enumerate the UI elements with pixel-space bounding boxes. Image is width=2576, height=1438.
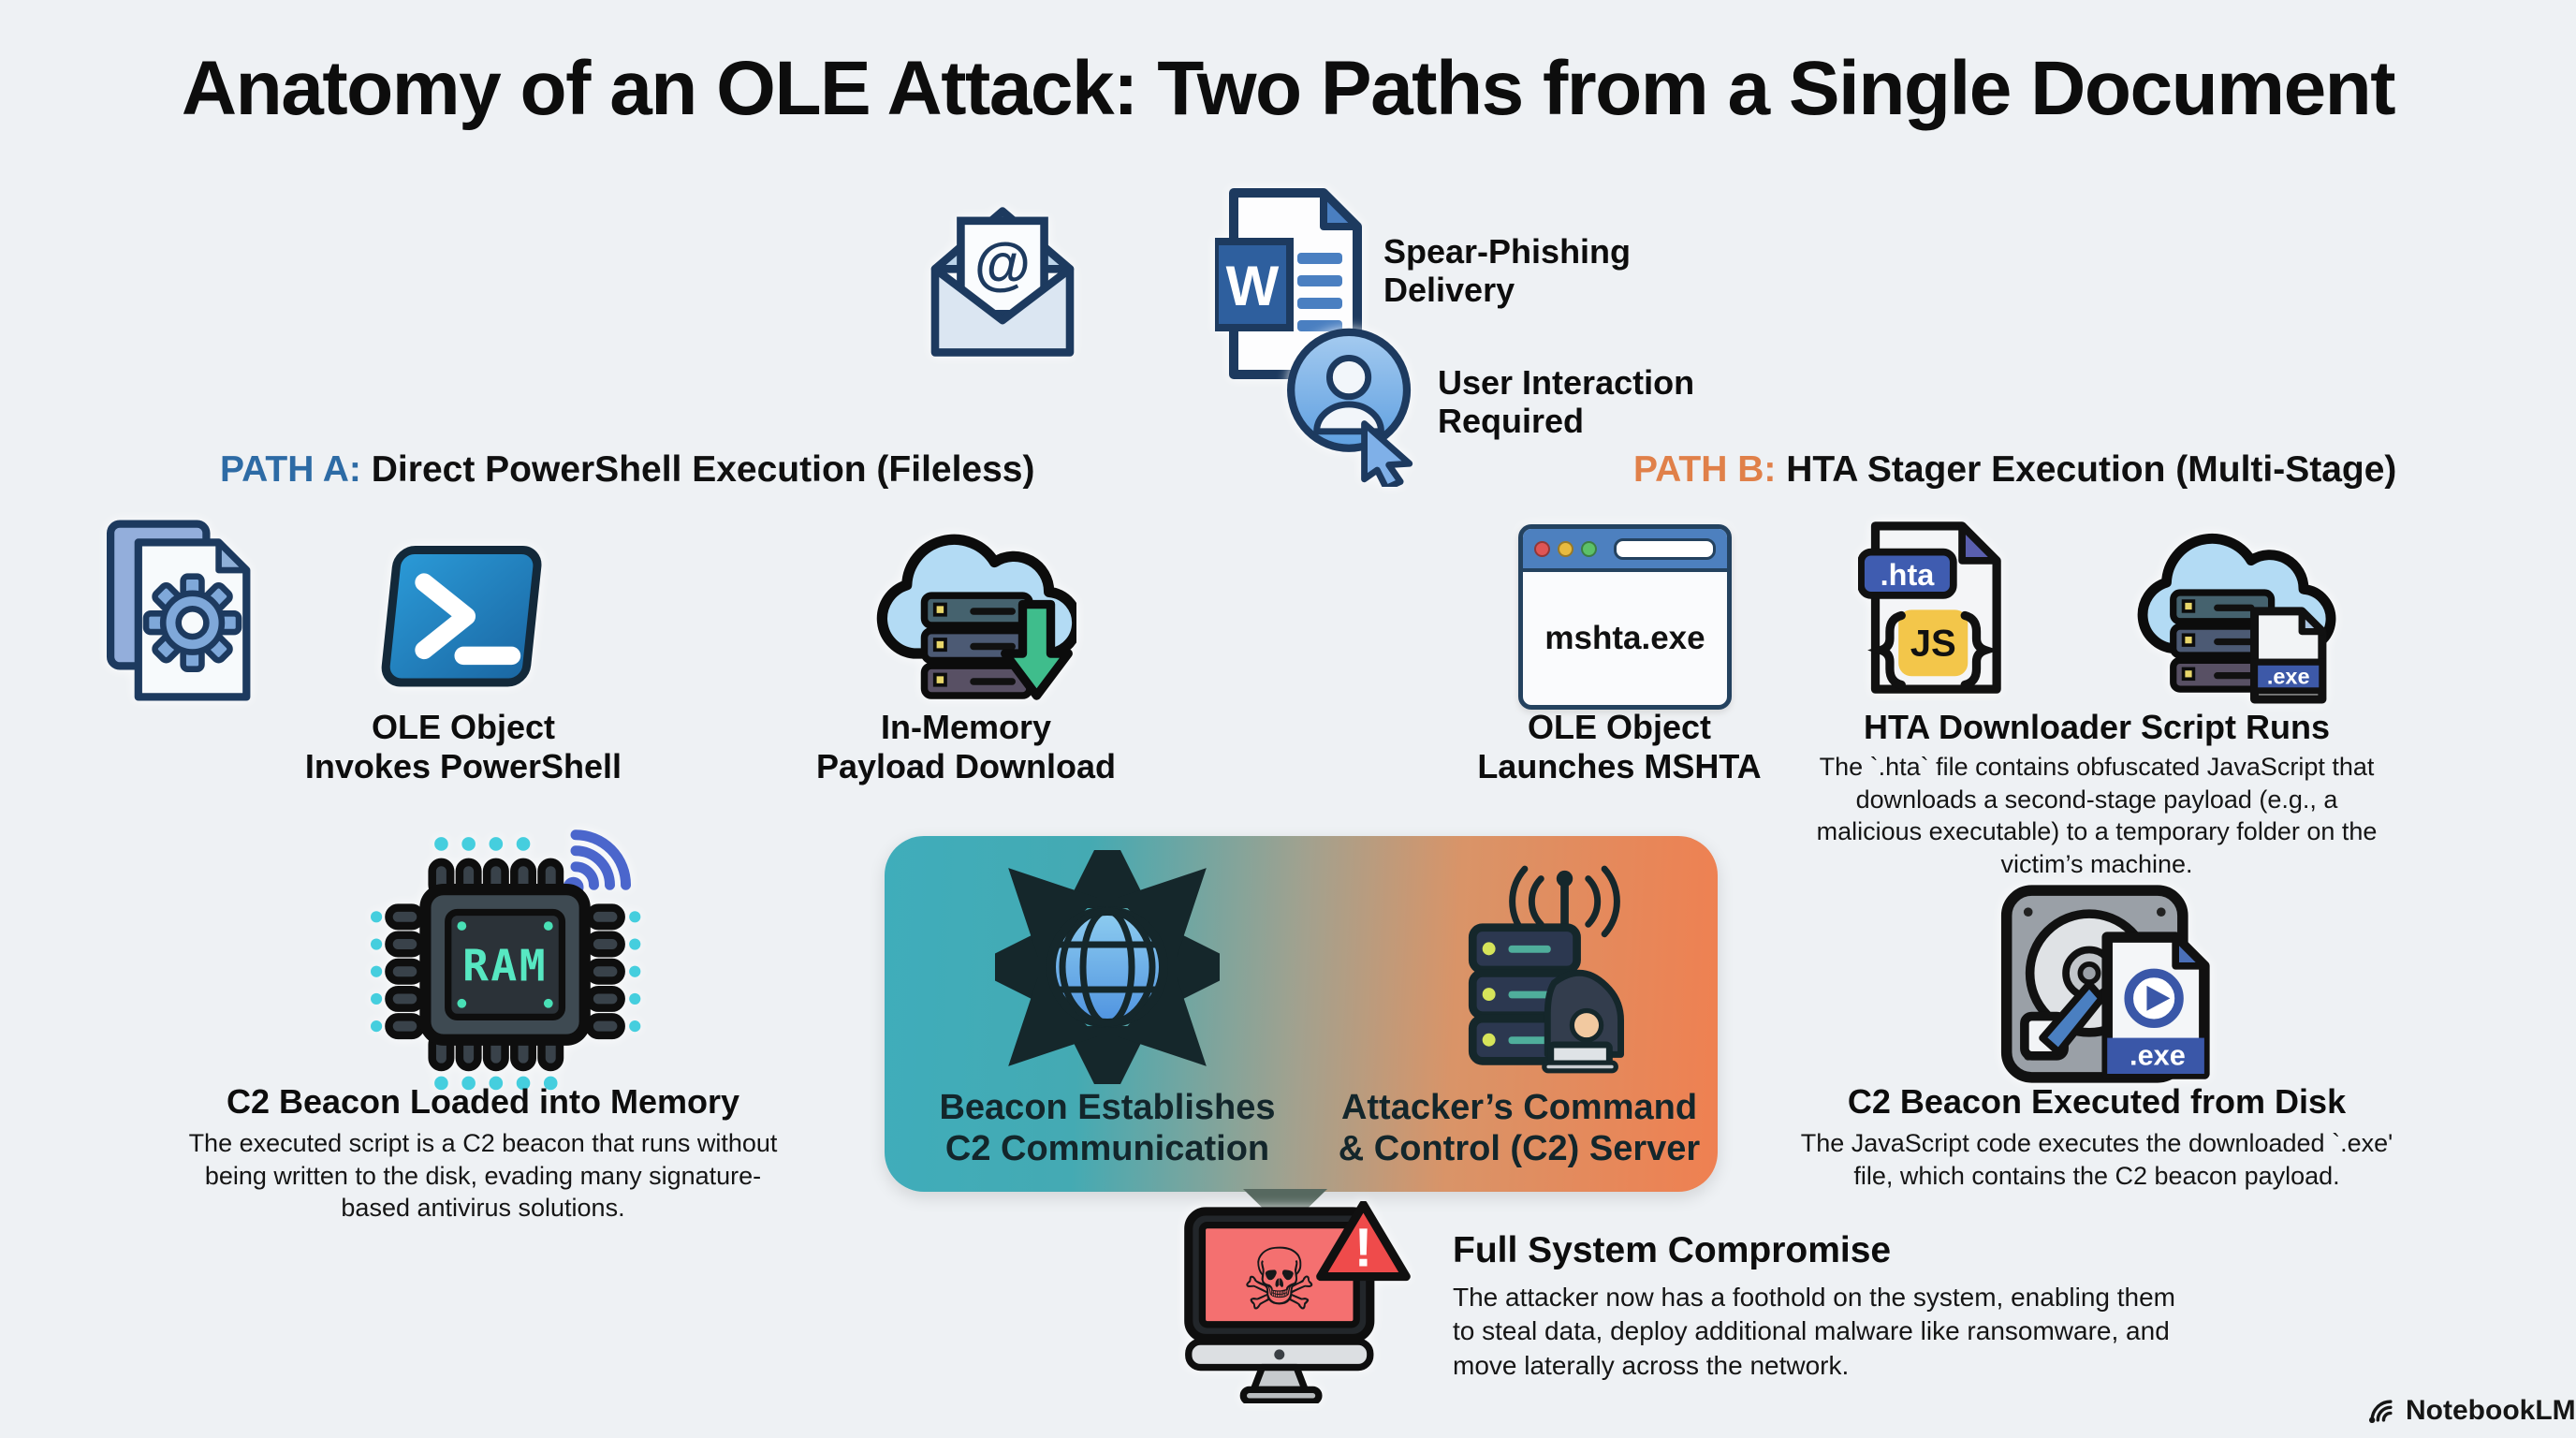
c2-label-line: & Control (C2) Server xyxy=(1338,1129,1701,1169)
mshta-browser-window: mshta.exe xyxy=(1518,524,1732,710)
spear-phishing-line2: Delivery xyxy=(1383,271,1515,310)
notebooklm-brand: NotebookLM xyxy=(2366,1395,2576,1427)
browser-titlebar xyxy=(1523,529,1727,572)
path-a-step2-label: In-Memory Payload Download xyxy=(779,708,1153,786)
ole-document-gear-icon xyxy=(106,520,251,701)
path-b-step1-label: OLE Object Launches MSHTA xyxy=(1432,708,1807,786)
user-interaction-line2: Required xyxy=(1438,402,1585,441)
word-document-icon: W xyxy=(1215,188,1362,379)
c2-server-hacker-icon xyxy=(1468,865,1624,1074)
gear-icon xyxy=(142,573,242,672)
c2-label-line: C2 Communication xyxy=(944,1129,1270,1169)
mshta-text: mshta.exe xyxy=(1544,620,1705,656)
powershell-icon xyxy=(381,546,542,687)
js-badge-box xyxy=(1898,609,1969,677)
path-a-step3-description: The executed script is a C2 beacon that … xyxy=(188,1129,778,1223)
word-letter: W xyxy=(1226,255,1280,317)
step-label-line: Invokes PowerShell xyxy=(304,747,622,786)
warning-triangle-icon xyxy=(1316,1201,1411,1282)
hta-file-icon: .hta JS xyxy=(1858,521,2001,694)
globe-arrows-icon xyxy=(995,850,1220,1084)
green-dot-icon xyxy=(1581,540,1597,557)
path-b-tag: PATH B: xyxy=(1633,449,1777,490)
spear-phishing-line1: Spear-Phishing xyxy=(1383,232,1632,271)
path-b-heading-text: HTA Stager Execution (Multi-Stage) xyxy=(1786,449,2397,490)
ram-text: RAM xyxy=(462,940,548,990)
step-label-line: In-Memory xyxy=(880,708,1052,746)
user-interaction-label: User Interaction Required xyxy=(1438,363,1756,441)
page-title: Anatomy of an OLE Attack: Two Paths from… xyxy=(181,46,2396,131)
cloud-download-icon xyxy=(876,534,1076,700)
hta-badge: .hta xyxy=(1881,558,1936,592)
c2-label-line: Attacker’s Command xyxy=(1340,1088,1698,1127)
path-a-step1-label: OLE Object Invokes PowerShell xyxy=(276,708,651,786)
step-label-line: Launches MSHTA xyxy=(1477,747,1762,786)
path-b-step3-heading: C2 Beacon Executed from Disk xyxy=(1847,1082,2347,1121)
beacon-c2-label: Beacon Establishes C2 Communication xyxy=(911,1087,1304,1169)
attacker-c2-label: Attacker’s Command & Control (C2) Server xyxy=(1323,1087,1716,1169)
compromise-description: The attacker now has a foothold on the s… xyxy=(1453,1283,2176,1380)
exe-badge: .exe xyxy=(2267,665,2310,689)
path-a-heading-text: Direct PowerShell Execution (Fileless) xyxy=(371,449,1035,490)
wifi-signal-icon xyxy=(570,829,632,890)
skull-crossbones-icon: ☠ xyxy=(1241,1229,1318,1329)
cursor-arrow-icon xyxy=(1361,420,1413,487)
compromised-monitor-icon: ☠ ! xyxy=(1184,1201,1411,1403)
path-a-heading: PATH A: Direct PowerShell Execution (Fil… xyxy=(220,449,1035,491)
user-interaction-line1: User Interaction xyxy=(1438,363,1695,402)
disk-needle-icon xyxy=(2039,980,2106,1056)
warning-exclamation: ! xyxy=(1354,1218,1373,1279)
path-b-step2-heading: HTA Downloader Script Runs xyxy=(1863,708,2331,746)
c2-label-line: Beacon Establishes xyxy=(939,1088,1276,1127)
path-b-step2-description: The `.hta` file contains obfuscated Java… xyxy=(1816,753,2378,878)
disk-exe-icon: .exe xyxy=(2000,885,2210,1083)
red-dot-icon xyxy=(1534,540,1550,557)
download-arrow-icon xyxy=(1001,599,1073,700)
user-cursor-icon xyxy=(1287,328,1413,487)
path-a-tag: PATH A: xyxy=(220,449,361,490)
address-bar xyxy=(1614,537,1716,560)
path-b-heading: PATH B: HTA Stager Execution (Multi-Stag… xyxy=(1633,449,2396,491)
notebooklm-label: NotebookLM xyxy=(2406,1395,2576,1426)
exe-badge: .exe xyxy=(2130,1038,2186,1071)
cloud-exe-download-icon: .exe xyxy=(2137,533,2336,704)
at-glyph: @ xyxy=(974,232,1031,297)
path-a-step3-heading: C2 Beacon Loaded into Memory xyxy=(226,1082,740,1121)
notebooklm-icon xyxy=(2368,1400,2393,1424)
spear-phishing-label: Spear-Phishing Delivery xyxy=(1383,232,1692,310)
compromise-heading: Full System Compromise xyxy=(1453,1230,1892,1270)
step-label-line: OLE Object xyxy=(371,708,556,746)
step-label-line: OLE Object xyxy=(1527,708,1712,746)
path-b-step3-description: The JavaScript code executes the downloa… xyxy=(1800,1129,2393,1190)
step-label-line: Payload Download xyxy=(815,747,1117,786)
js-badge: JS xyxy=(1910,624,1956,665)
yellow-dot-icon xyxy=(1558,540,1573,557)
ram-chip-icon: RAM xyxy=(371,829,641,1091)
email-at-icon: @ xyxy=(930,207,1075,357)
